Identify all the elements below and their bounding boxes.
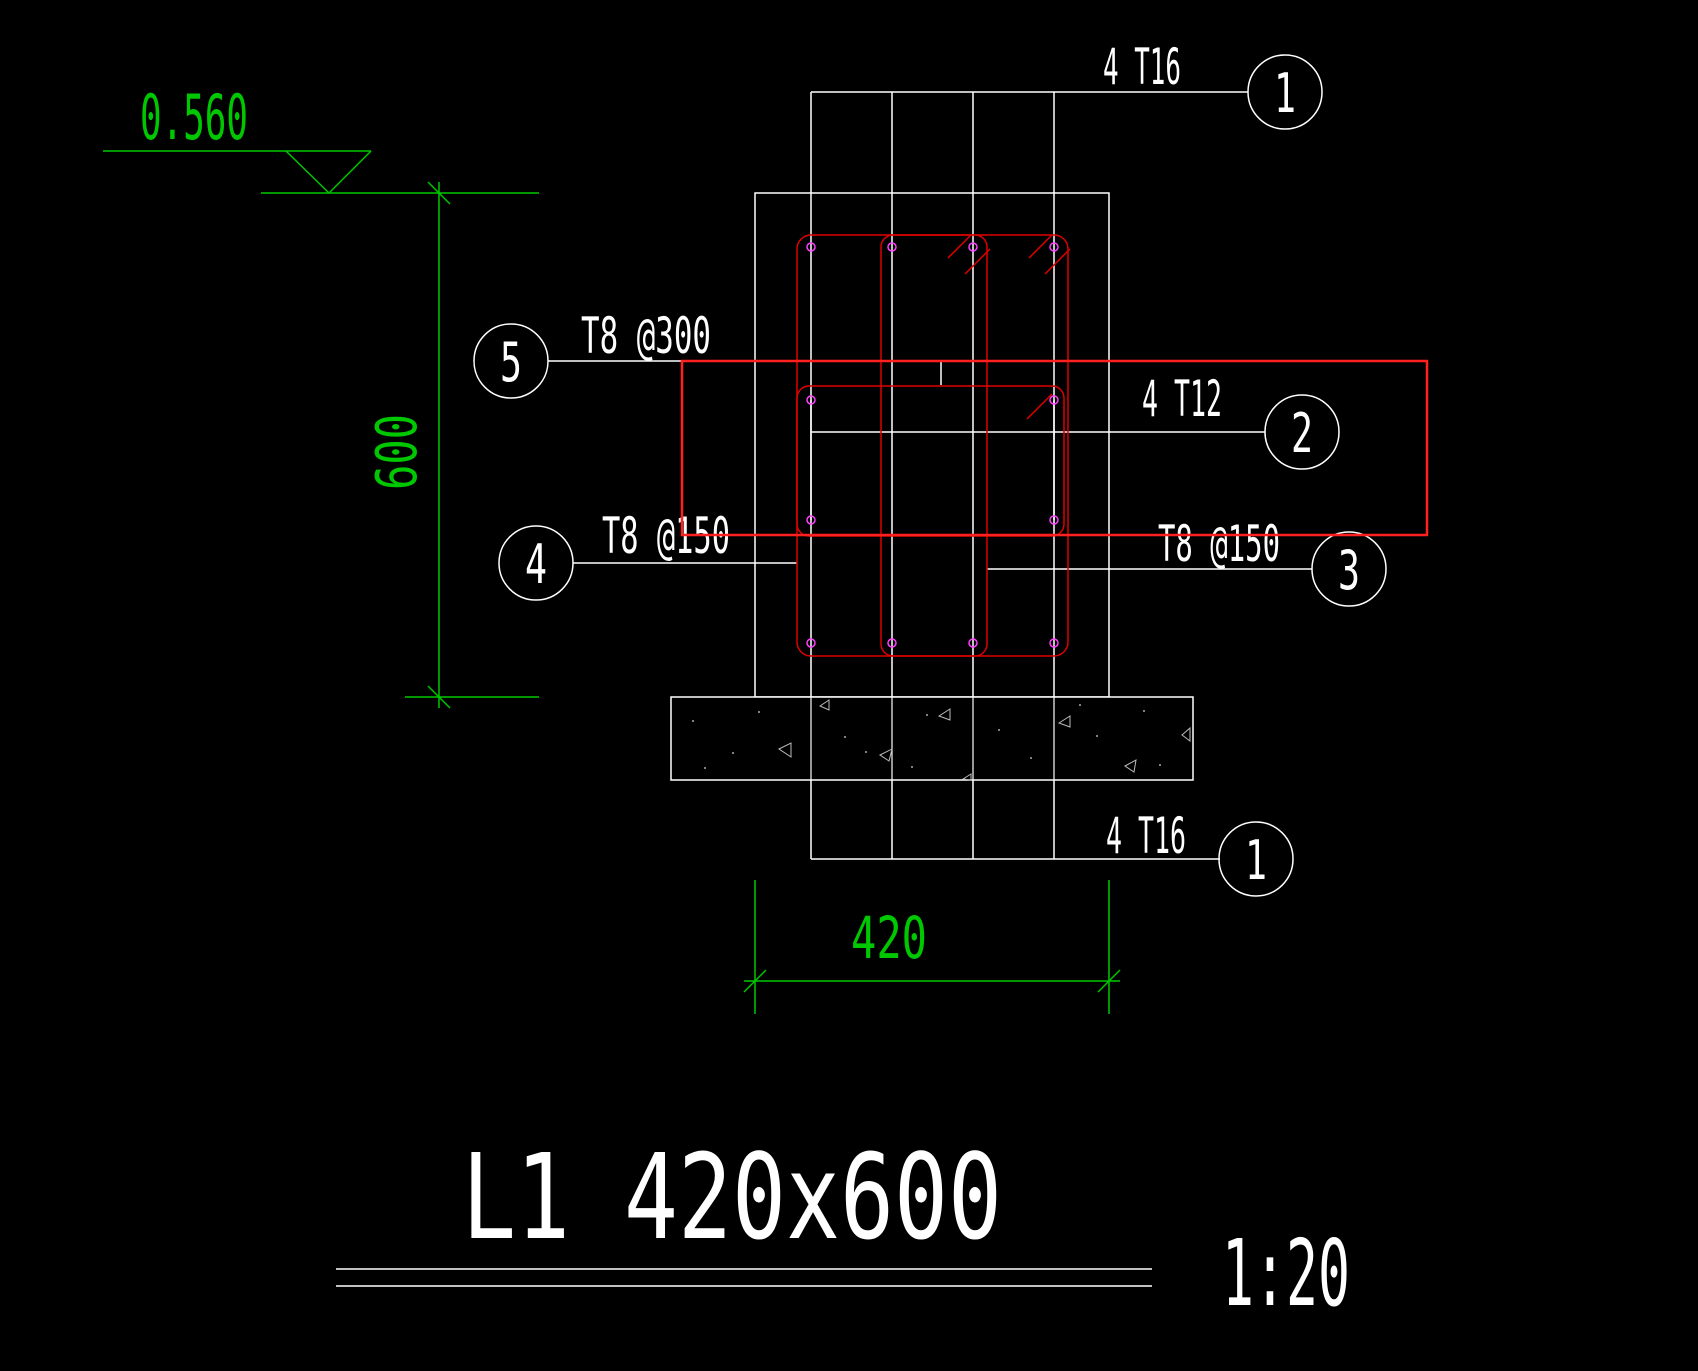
hatch-dot: [1030, 757, 1032, 759]
height-dim-tick-bottom: [427, 685, 451, 709]
hatch-triangle: [1057, 715, 1071, 728]
height-dimension: [261, 181, 539, 709]
scale-label: 1:20: [1222, 1220, 1350, 1327]
hatch-dot: [1143, 710, 1145, 712]
level-value: 0.560: [140, 81, 248, 154]
hatch-triangle: [937, 708, 951, 721]
hatch-dot: [865, 751, 867, 753]
hook-1b: [964, 248, 991, 275]
hatch-dot: [1096, 735, 1098, 737]
hatch-triangle: [818, 699, 830, 711]
hatch-triangle: [1124, 759, 1137, 773]
hatch-dot: [844, 736, 846, 738]
beam-outline: [754, 192, 1110, 698]
bar-point[interactable]: [806, 242, 816, 252]
title-underline: [336, 1268, 1152, 1287]
link-5-label: T8 @300: [581, 307, 711, 365]
bar-points: [806, 242, 1059, 648]
rebar-links: [796, 234, 1071, 657]
callout-marks: 1 1 2 5 4 3: [500, 62, 1360, 892]
hook-3: [1026, 393, 1053, 420]
bar-point[interactable]: [806, 515, 816, 525]
width-dimension: [743, 880, 1121, 1014]
middle-link: [796, 385, 1065, 537]
callout-circle-5: [473, 323, 549, 399]
callout-circle-3: [1311, 531, 1387, 607]
callout-circle-2: [1264, 394, 1340, 470]
width-dim-tick-right: [1097, 969, 1121, 993]
callout-circle-1-top: [1247, 54, 1323, 130]
bar-point[interactable]: [1049, 638, 1059, 648]
hook-2b: [1044, 248, 1071, 275]
hatch-dot: [692, 720, 694, 722]
level-triangle: [285, 150, 372, 195]
hatch-dot: [732, 752, 734, 754]
bar-point[interactable]: [968, 638, 978, 648]
hatch-dot: [1159, 764, 1161, 766]
callout-mark-1-top: 1: [1274, 62, 1296, 125]
outer-link: [796, 234, 1069, 657]
bar-point[interactable]: [968, 242, 978, 252]
hatch-dot: [998, 729, 1000, 731]
callout-mark-1-bottom: 1: [1245, 829, 1267, 892]
callout-circle-1-bottom: [1218, 821, 1294, 897]
callout-mark-2: 2: [1291, 402, 1313, 465]
callout-mark-4: 4: [525, 533, 547, 596]
hatch-dot: [704, 767, 706, 769]
callout-circle-4: [498, 525, 574, 601]
concrete-hatch: [778, 699, 1191, 781]
callout-circles: [473, 54, 1387, 897]
hatch-dot: [926, 714, 928, 716]
hatch-triangle: [778, 742, 792, 758]
bar-point[interactable]: [887, 242, 897, 252]
bottom-bars-label: 4 T16: [1106, 807, 1186, 865]
hatch-dot: [911, 766, 913, 768]
callout-texts: 4 T16 4 T16 4 T12 T8 @300 T8 @150 T8 @15…: [581, 38, 1280, 865]
middle-bars-label: 4 T12: [1142, 370, 1222, 428]
width-dim-tick-left: [743, 969, 767, 993]
callout-mark-3: 3: [1338, 539, 1360, 602]
bar-point[interactable]: [1049, 395, 1059, 405]
bar-point[interactable]: [806, 638, 816, 648]
bar-point[interactable]: [1049, 242, 1059, 252]
hatch-triangle: [961, 773, 972, 781]
section-title: L1 420x600: [462, 1128, 1002, 1266]
bar-point[interactable]: [887, 638, 897, 648]
selection-box[interactable]: [680, 359, 1429, 537]
callout-mark-5: 5: [500, 331, 522, 394]
concrete-slab: [670, 696, 1194, 781]
slab-outline: [670, 696, 1194, 781]
slab-bar-lines: [810, 697, 1055, 780]
link-3-label: T8 @150: [1158, 515, 1280, 573]
hook-1a: [947, 234, 972, 259]
concrete-dots: [692, 704, 1161, 769]
height-dim-tick-top: [427, 181, 451, 205]
bar-point[interactable]: [1049, 515, 1059, 525]
hatch-dot: [758, 711, 760, 713]
bar-point[interactable]: [806, 395, 816, 405]
width-dim-value: 420: [851, 904, 927, 972]
hatch-dot: [1079, 704, 1081, 706]
hatch-triangle: [1181, 726, 1191, 742]
level-marker: [103, 150, 372, 195]
top-bars-label: 4 T16: [1103, 38, 1181, 96]
height-dim-value: 600: [365, 414, 430, 490]
hook-2a: [1028, 234, 1053, 259]
inner-link-left: [880, 234, 988, 657]
hatch-triangle: [879, 748, 893, 762]
